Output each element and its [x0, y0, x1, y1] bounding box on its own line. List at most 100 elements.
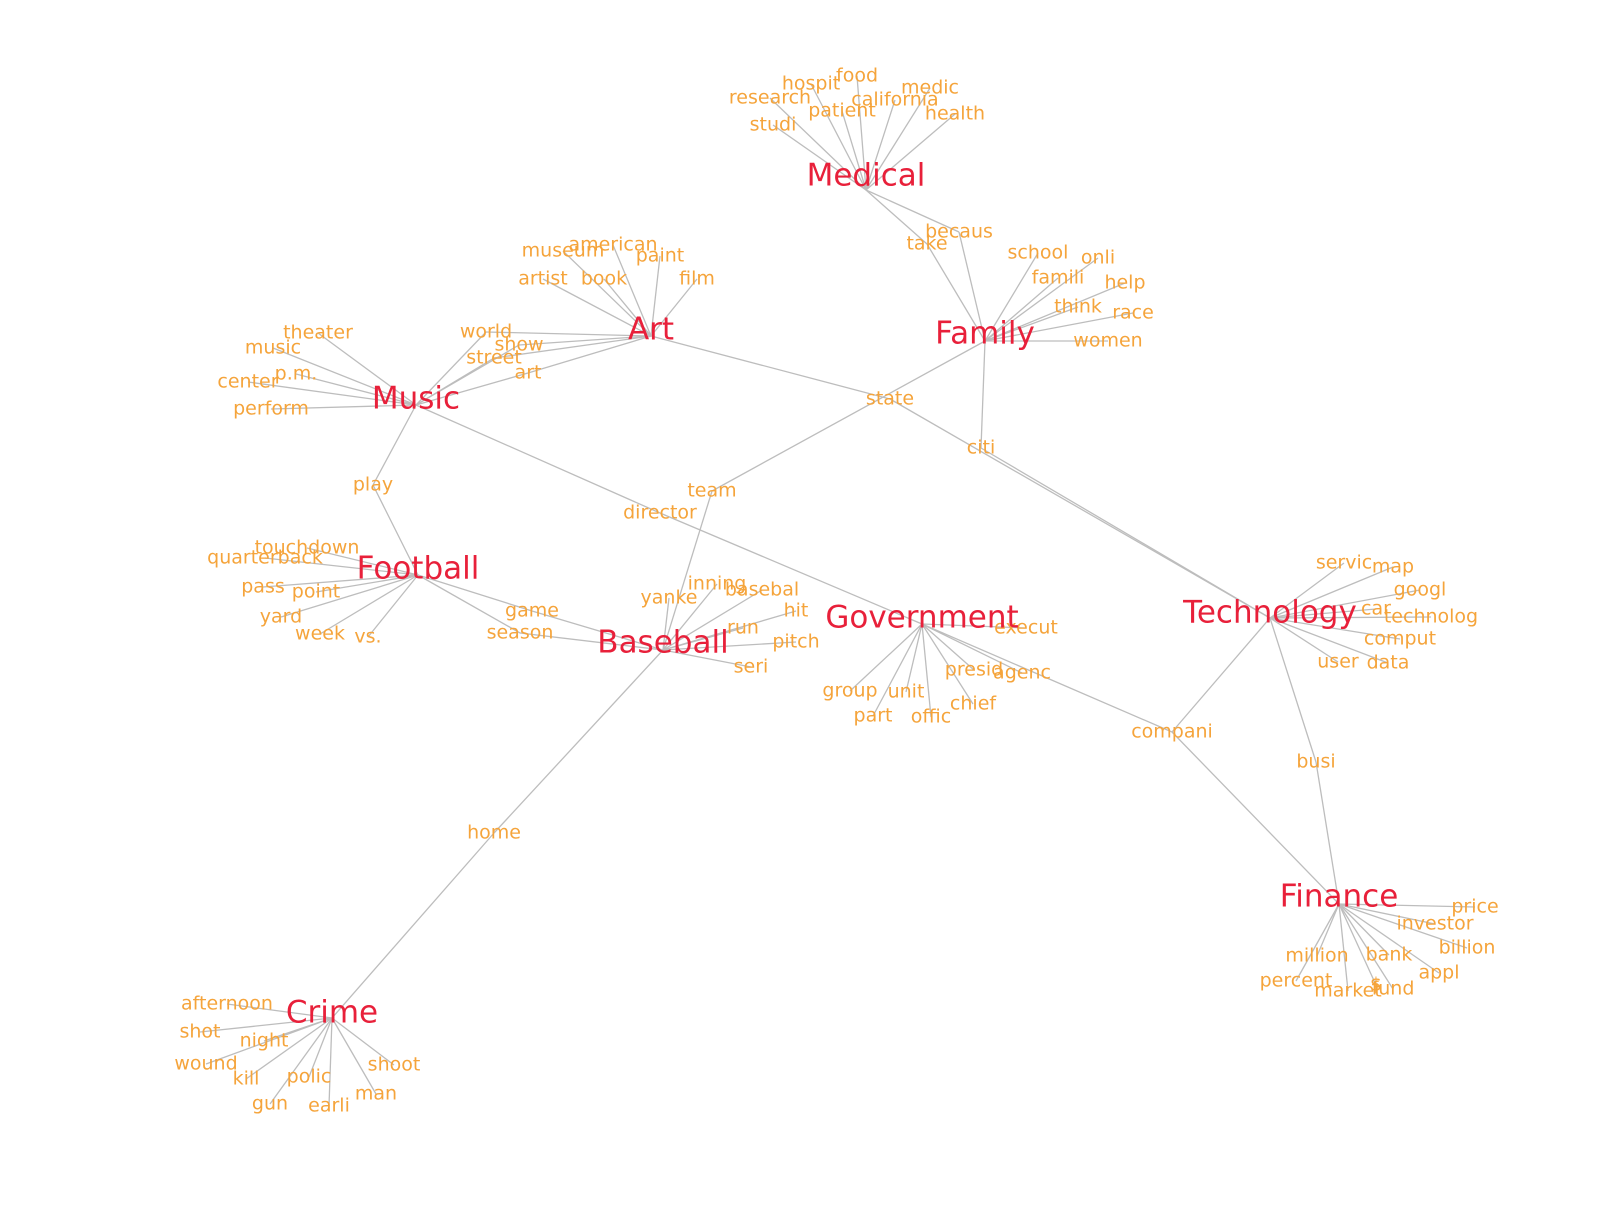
edge-yard-football [280, 574, 419, 618]
term-label-compani: compani [1131, 721, 1213, 743]
term-label-american: american [568, 234, 657, 256]
edge-museum-art [562, 250, 652, 337]
term-label-team: team [687, 480, 736, 502]
term-label-man: man [355, 1083, 397, 1105]
edge-map-technology [1269, 566, 1394, 619]
term-label-california: california [851, 89, 938, 111]
edge-appl-finance [1338, 903, 1440, 974]
term-label-polic: polic [287, 1066, 332, 1088]
edge-theater-music [317, 332, 417, 406]
edge-data-technology [1269, 617, 1389, 664]
edge-home-crime [331, 832, 495, 1019]
edge-fund-finance [1338, 903, 1394, 990]
term-label-part: part [854, 705, 893, 727]
edge-million-finance [1316, 903, 1340, 957]
edge-take-family [926, 243, 986, 342]
edge-run-baseball [662, 627, 744, 651]
term-label-theater: theater [283, 322, 353, 344]
term-label-pitch: pitch [772, 631, 819, 653]
topic-label-family: Family [935, 316, 1035, 352]
edge-gun-crime [269, 1017, 333, 1105]
term-label-point: point [292, 581, 340, 603]
term-label-state: state [866, 388, 914, 410]
term-label-yard: yard [260, 606, 302, 628]
edge-technolog-technology [1269, 616, 1432, 619]
edge-film-art [650, 278, 698, 337]
term-label-shoot: shoot [368, 1054, 421, 1076]
term-label-school: school [1008, 242, 1069, 264]
term-label-hospit: hospit [782, 73, 840, 95]
term-label-price: price [1451, 896, 1498, 918]
term-label-run: run [727, 617, 759, 639]
term-label-think: think [1054, 296, 1102, 318]
term-label-night: night [240, 1030, 289, 1052]
edge-bank-finance [1338, 903, 1390, 956]
term-label-becaus: becaus [925, 221, 993, 243]
edge-earli-crime [328, 1017, 333, 1107]
term-label-music_term: music [245, 337, 301, 359]
term-label-appl: appl [1418, 962, 1459, 984]
topic-label-finance: Finance [1280, 879, 1399, 915]
topic-label-crime: Crime [286, 995, 378, 1031]
term-label-week: week [295, 623, 345, 645]
edge-polic-crime [308, 1017, 333, 1078]
edge-dollar-finance [1338, 903, 1377, 986]
edge-busi-technology [1269, 617, 1317, 763]
term-label-servic: servic [1316, 552, 1372, 574]
topic-label-medical: Medical [807, 158, 926, 194]
term-label-home: home [467, 822, 521, 844]
edge-pitch-baseball [662, 641, 797, 651]
term-label-citi: citi [967, 437, 995, 459]
term-label-help: help [1104, 272, 1145, 294]
edge-art_term-music [415, 372, 529, 406]
term-label-world: world [460, 321, 512, 343]
edge-execut-government [921, 623, 1027, 629]
term-label-googl: googl [1394, 579, 1447, 601]
topic-label-government: Government [825, 600, 1018, 636]
edge-think-family [984, 306, 1079, 342]
edge-market-finance [1338, 903, 1349, 992]
edge-citi-family [980, 340, 986, 449]
edge-team-baseball [662, 490, 713, 651]
edge-price-finance [1338, 903, 1476, 908]
edge-state-art [650, 335, 891, 400]
edge-servic-technology [1269, 562, 1345, 619]
term-label-offic: offic [911, 706, 951, 728]
term-label-medic: medic [901, 77, 959, 99]
edge-presid-government [921, 623, 975, 671]
term-label-center: center [217, 371, 278, 393]
term-label-pm: p.m. [275, 363, 318, 385]
term-label-user: user [1317, 651, 1359, 673]
term-label-director: director [623, 502, 697, 524]
edge-compani-government [921, 623, 1173, 733]
edge-percent-finance [1295, 903, 1340, 982]
edge-street-music [415, 357, 495, 406]
term-label-wound: wound [174, 1053, 237, 1075]
term-label-vs: vs. [354, 626, 381, 648]
edge-hospit-medical [810, 83, 867, 191]
edge-point-football [315, 574, 419, 593]
term-label-book: book [581, 268, 627, 290]
term-label-investor: investor [1396, 913, 1473, 935]
term-label-busi: busi [1296, 751, 1335, 773]
term-label-billion: billion [1439, 937, 1496, 959]
edge-center-music [247, 381, 417, 406]
edge-food-medical [856, 75, 867, 191]
term-label-health: health [925, 103, 985, 125]
edge-artist-art [542, 278, 652, 337]
term-label-women: women [1073, 330, 1142, 352]
edge-art_term-art [527, 335, 652, 374]
edge-touchdown-football [306, 547, 419, 576]
edge-car-technology [1269, 608, 1377, 619]
edge-wound-crime [205, 1017, 333, 1065]
term-label-car: car [1361, 598, 1391, 620]
term-label-market: market [1314, 980, 1381, 1002]
term-label-group: group [822, 680, 877, 702]
edge-pass-football [262, 574, 419, 588]
edge-home-baseball [493, 649, 664, 834]
edge-california-medical [865, 99, 896, 191]
edge-school-family [984, 252, 1039, 342]
edge-unit-government [905, 623, 923, 693]
term-label-take: take [906, 233, 947, 255]
